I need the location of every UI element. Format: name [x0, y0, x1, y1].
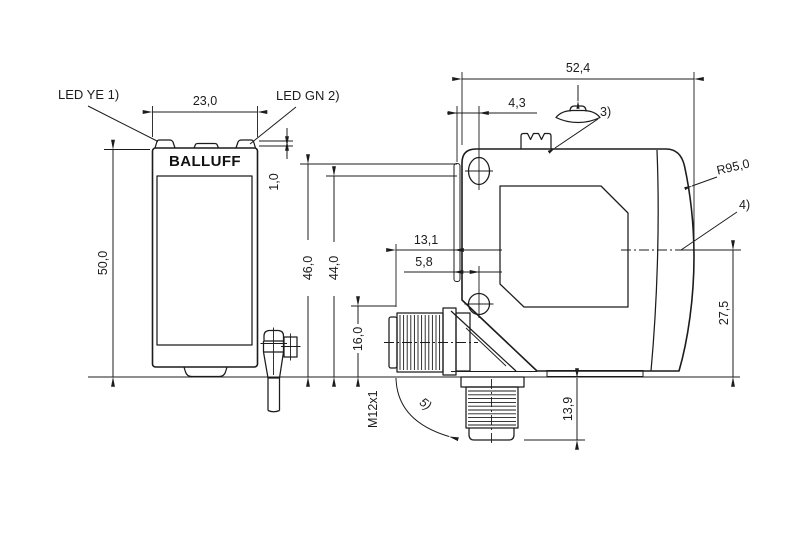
bottom-bump [183, 366, 228, 378]
m12-connector-vertical [460, 376, 525, 446]
dim-value: 46,0 [301, 256, 315, 280]
front-view: BALLUFF [151, 139, 301, 413]
dim-value: R95,0 [715, 157, 751, 178]
dim-radius: R95,0 [684, 157, 751, 191]
dim-value: 1,0 [267, 173, 281, 190]
note-4-label: 4) [739, 198, 750, 212]
dim-value: 13,9 [561, 397, 575, 421]
note-3-leader [547, 118, 599, 154]
screw-base-icon [555, 109, 601, 124]
m12-neck [455, 312, 471, 372]
dim-height-inner: 44,0 [326, 166, 457, 387]
dim-value: 5,8 [415, 255, 432, 269]
side-view-dimensions: 52,4 4,3 3) R95,0 4) [300, 61, 751, 450]
lower-hole-crosshair [464, 266, 494, 318]
bracket-edge [450, 310, 517, 372]
note-5-label: 5) [417, 395, 434, 413]
led-yellow-leader [87, 105, 159, 142]
swivel-arc [395, 377, 459, 442]
dim-value: 50,0 [96, 251, 110, 275]
screw-head-icon [569, 105, 587, 112]
radius-leader [684, 176, 718, 191]
dim-slot-depth: 13,1 [386, 233, 502, 307]
dim-plug-length: 13,9 [524, 368, 585, 450]
dim-value: 52,4 [566, 61, 590, 75]
m8-port-crosshair [281, 333, 301, 361]
dim-led-step: 1,0 [259, 128, 293, 191]
optical-window [156, 175, 253, 346]
connector-bracket [450, 310, 537, 372]
front-face-inner-edge [650, 149, 659, 372]
dim-side-width: 52,4 [452, 61, 704, 257]
dim-value: 13,1 [414, 233, 438, 247]
adjuster-notch [520, 132, 552, 149]
m8-cable [267, 378, 281, 413]
dim-ext-lines [259, 140, 293, 147]
note-3-label: 3) [600, 105, 611, 119]
dim-connector-diameter: 16,0 [351, 296, 396, 387]
dim-value: 16,0 [351, 327, 365, 351]
dim-height-upper: 46,0 [300, 154, 457, 387]
front-body [151, 147, 259, 368]
dim-value: 44,0 [327, 256, 341, 280]
m12-connector-horizontal [384, 307, 478, 376]
dim-axis-height: 27,5 [717, 240, 735, 387]
m12v-threads [468, 390, 516, 426]
foot-plate [546, 370, 644, 377]
dim-value: 27,5 [717, 301, 731, 325]
note-4-leader [680, 211, 738, 251]
dim-hole-depth: 5,8 [404, 255, 502, 274]
bracket-inner-edge [465, 327, 507, 367]
lens-window [499, 185, 629, 308]
note-3-adjuster: 3) [547, 85, 611, 154]
dim-value: 4,3 [508, 96, 525, 110]
m12v-thread-section [465, 386, 519, 429]
top-bump [193, 142, 220, 149]
note-5-swivel: 5) [395, 377, 459, 442]
dim-ext-lines [152, 106, 258, 137]
note-4-axis: 4) [680, 198, 750, 251]
led-yellow-label: LED YE 1) [58, 87, 119, 102]
dim-ext-lines [456, 106, 480, 190]
led-green-leader [249, 106, 297, 145]
side-body [461, 148, 695, 372]
dim-hole-offset: 4,3 [447, 96, 537, 190]
m12v-collar [460, 376, 525, 388]
side-view [88, 132, 741, 446]
brand-logo: BALLUFF [169, 153, 241, 170]
led-green-label: LED GN 2) [276, 88, 340, 103]
m12-collar [442, 307, 457, 376]
dim-front-width: 23,0 [142, 94, 268, 137]
m8-connector [260, 327, 301, 413]
thread-label: M12x1 [366, 390, 380, 428]
dim-front-height: 50,0 [96, 139, 150, 387]
front-view-dimensions: LED YE 1) LED GN 2) 23,0 50,0 1,0 [58, 87, 340, 387]
led-green-lens [235, 139, 257, 149]
m8-axis-crosshair [260, 327, 287, 375]
dim-value: 23,0 [193, 94, 217, 108]
dim-ext-lines [461, 72, 695, 257]
mounting-slot [453, 163, 461, 282]
